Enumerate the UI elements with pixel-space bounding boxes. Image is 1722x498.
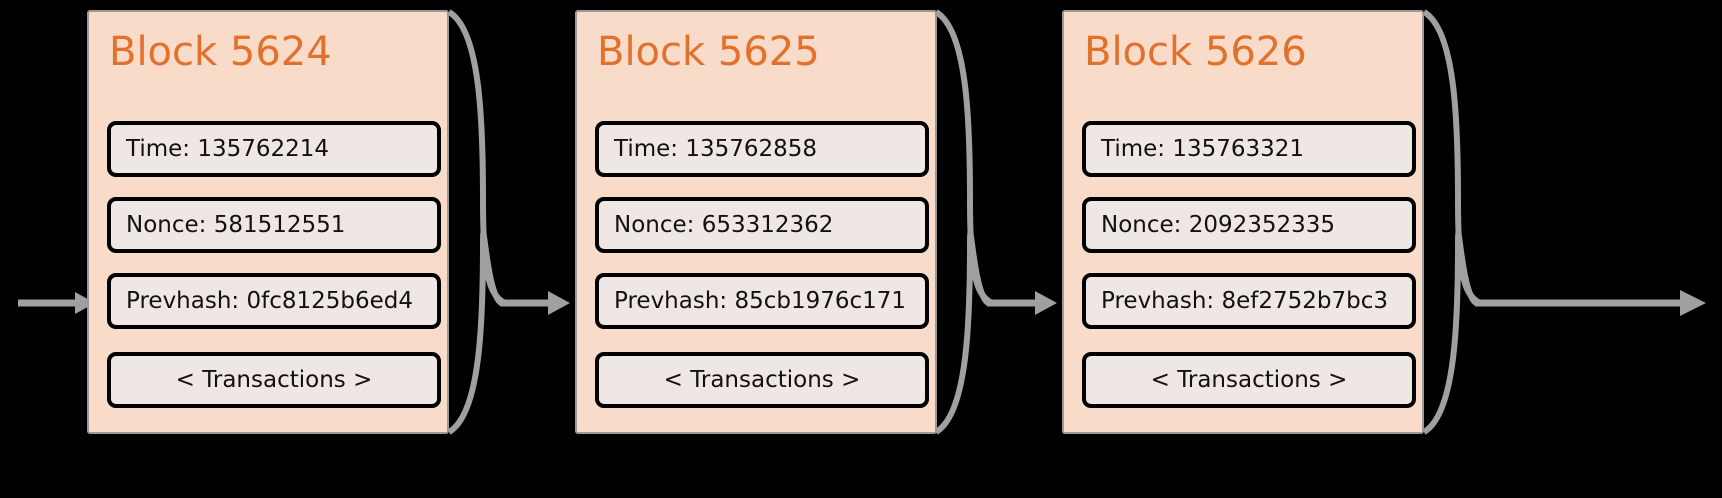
block-title: Block 5625 bbox=[597, 29, 820, 75]
block-field-prevhash: Prevhash: 8ef2752b7bc3 bbox=[1082, 273, 1416, 329]
block-field-time: Time: 135762858 bbox=[595, 121, 929, 177]
brace-block-5624 bbox=[447, 9, 507, 435]
block-field-nonce: Nonce: 653312362 bbox=[595, 197, 929, 253]
block-field-time: Time: 135762214 bbox=[107, 121, 441, 177]
block-field-prevhash: Prevhash: 0fc8125b6ed4 bbox=[107, 273, 441, 329]
arrow-block-5624-to-5625 bbox=[500, 291, 570, 315]
block-field-prevhash: Prevhash: 85cb1976c171 bbox=[595, 273, 929, 329]
block-card-1[interactable]: Block 5625 Time: 135762858 Nonce: 653312… bbox=[575, 10, 937, 434]
block-field-nonce: Nonce: 2092352335 bbox=[1082, 197, 1416, 253]
block-field-transactions[interactable]: < Transactions > bbox=[595, 352, 929, 408]
block-field-time: Time: 135763321 bbox=[1082, 121, 1416, 177]
block-title: Block 5624 bbox=[109, 29, 332, 75]
arrow-block-5625-to-5626 bbox=[987, 291, 1057, 315]
incoming-arrow-block-5624 bbox=[18, 292, 95, 314]
block-title: Block 5626 bbox=[1084, 29, 1307, 75]
block-field-transactions[interactable]: < Transactions > bbox=[1082, 352, 1416, 408]
block-field-transactions[interactable]: < Transactions > bbox=[107, 352, 441, 408]
block-field-nonce: Nonce: 581512551 bbox=[107, 197, 441, 253]
brace-block-5626 bbox=[1422, 9, 1482, 435]
outgoing-arrow-block-5626 bbox=[1475, 290, 1706, 316]
block-card-2[interactable]: Block 5626 Time: 135763321 Nonce: 209235… bbox=[1062, 10, 1424, 434]
block-card-0[interactable]: Block 5624 Time: 135762214 Nonce: 581512… bbox=[87, 10, 449, 434]
brace-block-5625 bbox=[934, 9, 994, 435]
